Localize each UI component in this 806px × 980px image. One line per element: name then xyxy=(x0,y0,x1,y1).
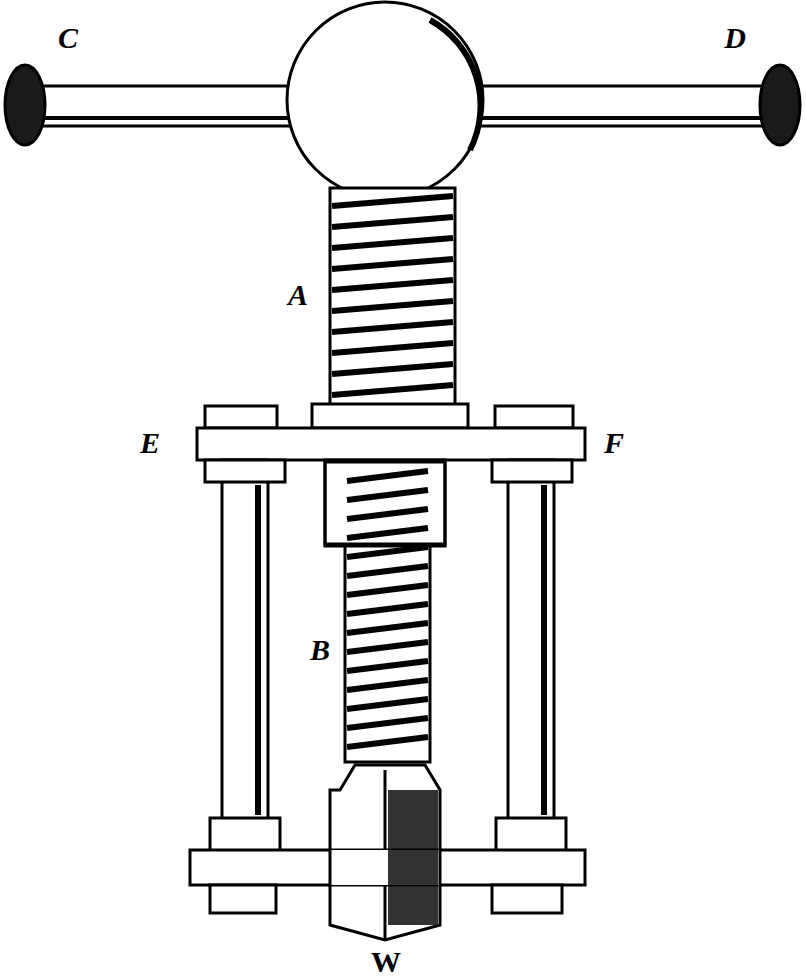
thread-ridge xyxy=(347,699,428,709)
column-cap xyxy=(492,460,572,482)
block-shade xyxy=(388,850,438,885)
thread-ridge xyxy=(332,217,453,227)
bolt-head xyxy=(205,406,277,428)
column-shade xyxy=(255,485,261,815)
thread-ridge xyxy=(347,718,428,728)
column xyxy=(508,460,554,820)
thread-ridge xyxy=(332,364,453,374)
thread-ridge xyxy=(332,385,453,395)
thread-ridge xyxy=(347,737,428,747)
thread-ridge xyxy=(332,238,453,248)
press-frame xyxy=(5,2,800,940)
plate-edge xyxy=(439,850,442,885)
plate-opening xyxy=(330,850,440,885)
nut xyxy=(210,885,276,913)
thread-ridge xyxy=(347,604,428,614)
thread-ridge xyxy=(347,642,428,652)
nut-screw xyxy=(325,460,445,546)
screw-threads xyxy=(332,196,453,395)
thread-ridge xyxy=(332,196,453,206)
ball-shade xyxy=(430,20,481,150)
part-letter: B xyxy=(307,634,333,666)
thread-ridge xyxy=(347,471,428,481)
thread-ridge xyxy=(347,623,428,633)
thread-ridge xyxy=(347,585,428,595)
collar xyxy=(312,404,468,428)
part-letter: F xyxy=(601,427,627,459)
upper-plate xyxy=(197,428,585,460)
part-letter: W xyxy=(368,946,404,978)
thread-ridge xyxy=(332,301,453,311)
part-letter: E xyxy=(137,427,163,459)
weight-block xyxy=(330,765,440,940)
thread-ridge xyxy=(332,259,453,269)
thread-ridge xyxy=(347,528,428,538)
thread-ridge xyxy=(347,490,428,500)
thread-ridge xyxy=(347,509,428,519)
handle-knob xyxy=(5,65,45,145)
part-letter: A xyxy=(285,279,311,311)
thread-ridge xyxy=(332,280,453,290)
nut xyxy=(492,885,562,913)
lower-screw xyxy=(345,546,430,762)
bolt-head xyxy=(495,406,573,428)
screw-threads xyxy=(325,462,445,747)
part-letter: C xyxy=(55,22,81,54)
part-letter: D xyxy=(721,22,749,54)
column-cap xyxy=(205,460,285,482)
lower-plate xyxy=(190,850,585,885)
column-shade xyxy=(541,485,547,815)
nut-outline xyxy=(325,462,445,544)
thread-ridge xyxy=(347,661,428,671)
thread-ridge xyxy=(347,547,428,557)
block-shade xyxy=(388,790,438,925)
column-base xyxy=(496,818,566,852)
handle-knob xyxy=(760,65,800,145)
column xyxy=(222,460,268,820)
column-base xyxy=(210,818,280,852)
thread-ridge xyxy=(332,343,453,353)
thread-ridge xyxy=(332,322,453,332)
upper-screw xyxy=(330,188,455,406)
plate-edge xyxy=(329,850,332,885)
screw-head-ball xyxy=(287,2,483,198)
thread-ridge xyxy=(347,680,428,690)
thread-ridge xyxy=(347,566,428,576)
